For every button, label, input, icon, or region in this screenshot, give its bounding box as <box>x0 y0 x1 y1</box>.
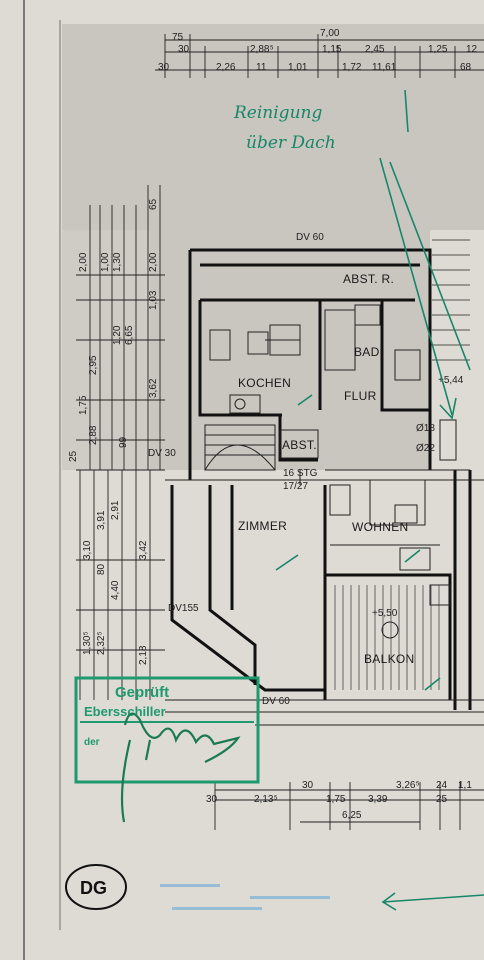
label-bad: BAD <box>354 345 380 359</box>
label-zimmer: ZIMMER <box>238 519 287 533</box>
annotation-arrows <box>275 89 484 911</box>
walls <box>170 248 472 710</box>
label-absr: ABST. R. <box>343 272 394 286</box>
label-dv60-bottom: DV 60 <box>262 696 290 707</box>
dim-11: 11 <box>256 62 267 73</box>
dim-1161: 11,61 <box>372 62 397 73</box>
dim-100: 1,00 <box>100 252 111 272</box>
approval-stamp: Geprüft Ebersschiller der <box>74 676 260 784</box>
dim-1305: 1,30⁵ <box>82 631 93 655</box>
label-d22: Ø22 <box>416 443 435 454</box>
label-dv30: DV 30 <box>148 448 176 459</box>
annotation-line2: über Dach <box>246 133 336 153</box>
dim-440: 4,40 <box>110 580 121 600</box>
dim-b30b: 30 <box>206 794 218 805</box>
label-dv155: DV155 <box>168 603 199 614</box>
dim-30-b: 30 <box>158 62 170 73</box>
label-flur: FLUR <box>344 389 377 403</box>
dim-218: 2,18 <box>138 645 149 665</box>
dim-245: 2,45 <box>365 44 385 55</box>
label-plus544: +5,44 <box>438 375 464 386</box>
dim-b175: 1,75 <box>326 794 346 805</box>
dim-342: 3,42 <box>138 540 149 560</box>
dim-b24: 24 <box>436 780 448 791</box>
label-d18: Ø18 <box>416 423 435 434</box>
roof-shade <box>62 24 484 470</box>
label-wohnen: WOHNEN <box>352 520 408 534</box>
dim-391: 3,91 <box>96 510 107 530</box>
dim-291: 2,91 <box>110 500 121 520</box>
dim-200-b: 2,00 <box>148 252 159 272</box>
label-kochen: KOCHEN <box>238 376 291 390</box>
dim-103: 1,03 <box>148 290 159 310</box>
dim-226: 2,26 <box>216 62 236 73</box>
blue-smudges <box>160 884 330 910</box>
dim-25: 25 <box>68 450 79 462</box>
top-dimension-lines <box>155 34 484 78</box>
dim-68: 68 <box>460 62 472 73</box>
dim-295: 2,95 <box>88 355 99 375</box>
label-balkon: BALKON <box>364 652 415 666</box>
label-balkon-level: +5,50 <box>372 608 398 619</box>
dim-101: 1,01 <box>288 62 308 73</box>
label-dv60-top: DV 60 <box>296 232 324 243</box>
dim-b625: 6,25 <box>342 810 362 821</box>
eaves-lines <box>165 479 484 726</box>
dim-120: 1,20 <box>112 325 123 345</box>
dim-b11: 1,1 <box>458 780 472 791</box>
left-dimension-lines <box>76 185 165 700</box>
dim-b25: 25 <box>436 794 448 805</box>
dim-80: 80 <box>96 563 107 575</box>
sheet-label-oval <box>65 864 127 910</box>
balcony-decking <box>334 585 440 690</box>
dim-172: 1,72 <box>342 62 362 73</box>
signature <box>120 712 241 823</box>
dim-12: 12 <box>466 44 478 55</box>
dim-288: 2,88⁵ <box>250 44 274 55</box>
dim-30: 30 <box>178 44 190 55</box>
dim-288: 2,88 <box>88 425 99 445</box>
label-stair-count: 16 STG <box>283 468 318 479</box>
dim-b339: 3,39 <box>368 794 388 805</box>
stamp-top-text: Geprüft <box>115 684 169 701</box>
dim-75: 75 <box>172 32 184 43</box>
annotation-line1: Reinigung <box>233 103 322 123</box>
dim-115: 1,15 <box>322 44 342 55</box>
dim-65: 65 <box>148 198 159 210</box>
dim-310: 3,10 <box>82 540 93 560</box>
dim-99: 99 <box>118 436 129 448</box>
stamp-middle-text: Ebersschiller <box>84 704 166 719</box>
stair-treads <box>432 239 470 361</box>
dim-200-a: 2,00 <box>78 252 89 272</box>
label-stair-ratio: 17/27 <box>283 481 308 492</box>
dim-b326: 3,26⁵ <box>396 780 420 791</box>
dim-b30a: 30 <box>302 780 314 791</box>
dim-362: 3,62 <box>148 378 159 398</box>
interior-details <box>204 304 470 639</box>
dim-2325: 2,32⁵ <box>96 631 107 655</box>
sheet-label: DG <box>80 878 107 898</box>
dim-130: 1,30 <box>112 252 123 272</box>
dim-700: 7,00 <box>320 28 340 39</box>
dim-125: 1,25 <box>428 44 448 55</box>
bottom-dimension-lines <box>214 782 484 830</box>
dim-665: 6,65 <box>124 325 135 345</box>
stamp-left-text: der <box>84 737 100 748</box>
dim-b213: 2,13⁵ <box>254 794 278 805</box>
label-abst: ABST. <box>282 438 317 452</box>
dim-175: 1,75 <box>78 395 89 415</box>
